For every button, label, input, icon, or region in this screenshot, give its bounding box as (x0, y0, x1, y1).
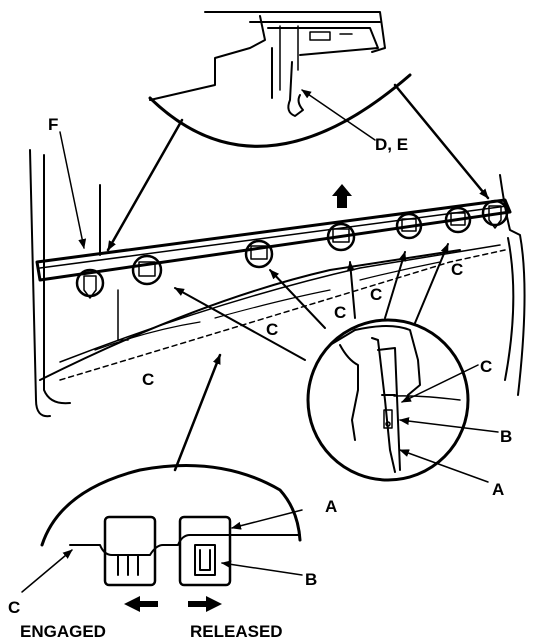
label-de: D, E (375, 135, 408, 154)
top-detail-pointer-left (106, 118, 184, 252)
a-bottom-leader (231, 509, 303, 530)
label-b-bottom: B (305, 570, 317, 589)
bottom-detail-circle-arc (40, 464, 302, 547)
top-detail-pointer-right (393, 83, 490, 200)
vehicle-body (29, 149, 526, 418)
label-c-1: C (451, 260, 463, 279)
clip-1 (75, 268, 105, 299)
clip-2 (131, 254, 163, 286)
clip-released (178, 515, 232, 587)
label-engaged: ENGAGED (20, 622, 106, 641)
f-leader (59, 131, 87, 249)
bottom-detail-view (40, 464, 302, 587)
b-right-leader (399, 417, 499, 433)
label-c-2: C (370, 285, 382, 304)
label-released: RELEASED (190, 622, 283, 641)
b-bottom-leader (221, 560, 303, 576)
c-right-leader (401, 364, 479, 403)
clip-6 (444, 206, 472, 234)
label-c-right: C (480, 357, 492, 376)
engaged-arrow (124, 596, 158, 612)
top-detail-circle-arc (148, 73, 412, 148)
clip-3 (244, 239, 274, 269)
label-a-bottom: A (325, 497, 337, 516)
c-bottom-leader (21, 549, 73, 593)
label-b-right: B (500, 427, 512, 446)
label-f: F (48, 115, 58, 134)
released-arrow (188, 596, 222, 612)
top-detail-view (148, 11, 412, 148)
label-c-bottom: C (8, 598, 20, 617)
clip-5 (395, 212, 423, 240)
top-clip (271, 47, 304, 117)
molding-f (35, 198, 512, 299)
c-leader-3 (346, 261, 356, 319)
c-leader-2 (269, 269, 326, 329)
lift-direction-arrow (332, 184, 352, 208)
top-detail-body (204, 11, 386, 53)
c-leader-5 (414, 243, 449, 324)
c-leader-4 (384, 251, 407, 319)
c-leader-1 (174, 287, 306, 361)
clip-engaged (103, 515, 157, 587)
a-right-leader (399, 449, 489, 483)
label-c-4: C (266, 320, 278, 339)
label-c-3: C (334, 303, 346, 322)
clip-4 (326, 222, 356, 252)
molding-strip (35, 198, 512, 282)
right-detail-circle (306, 318, 470, 482)
de-leader (301, 89, 376, 141)
right-detail-view (306, 318, 470, 482)
clip-7 (481, 199, 509, 229)
label-a-right: A (492, 480, 504, 499)
bottom-detail-pointer (173, 353, 222, 472)
dashed-guide-line (59, 249, 506, 381)
label-c-5: C (142, 370, 154, 389)
